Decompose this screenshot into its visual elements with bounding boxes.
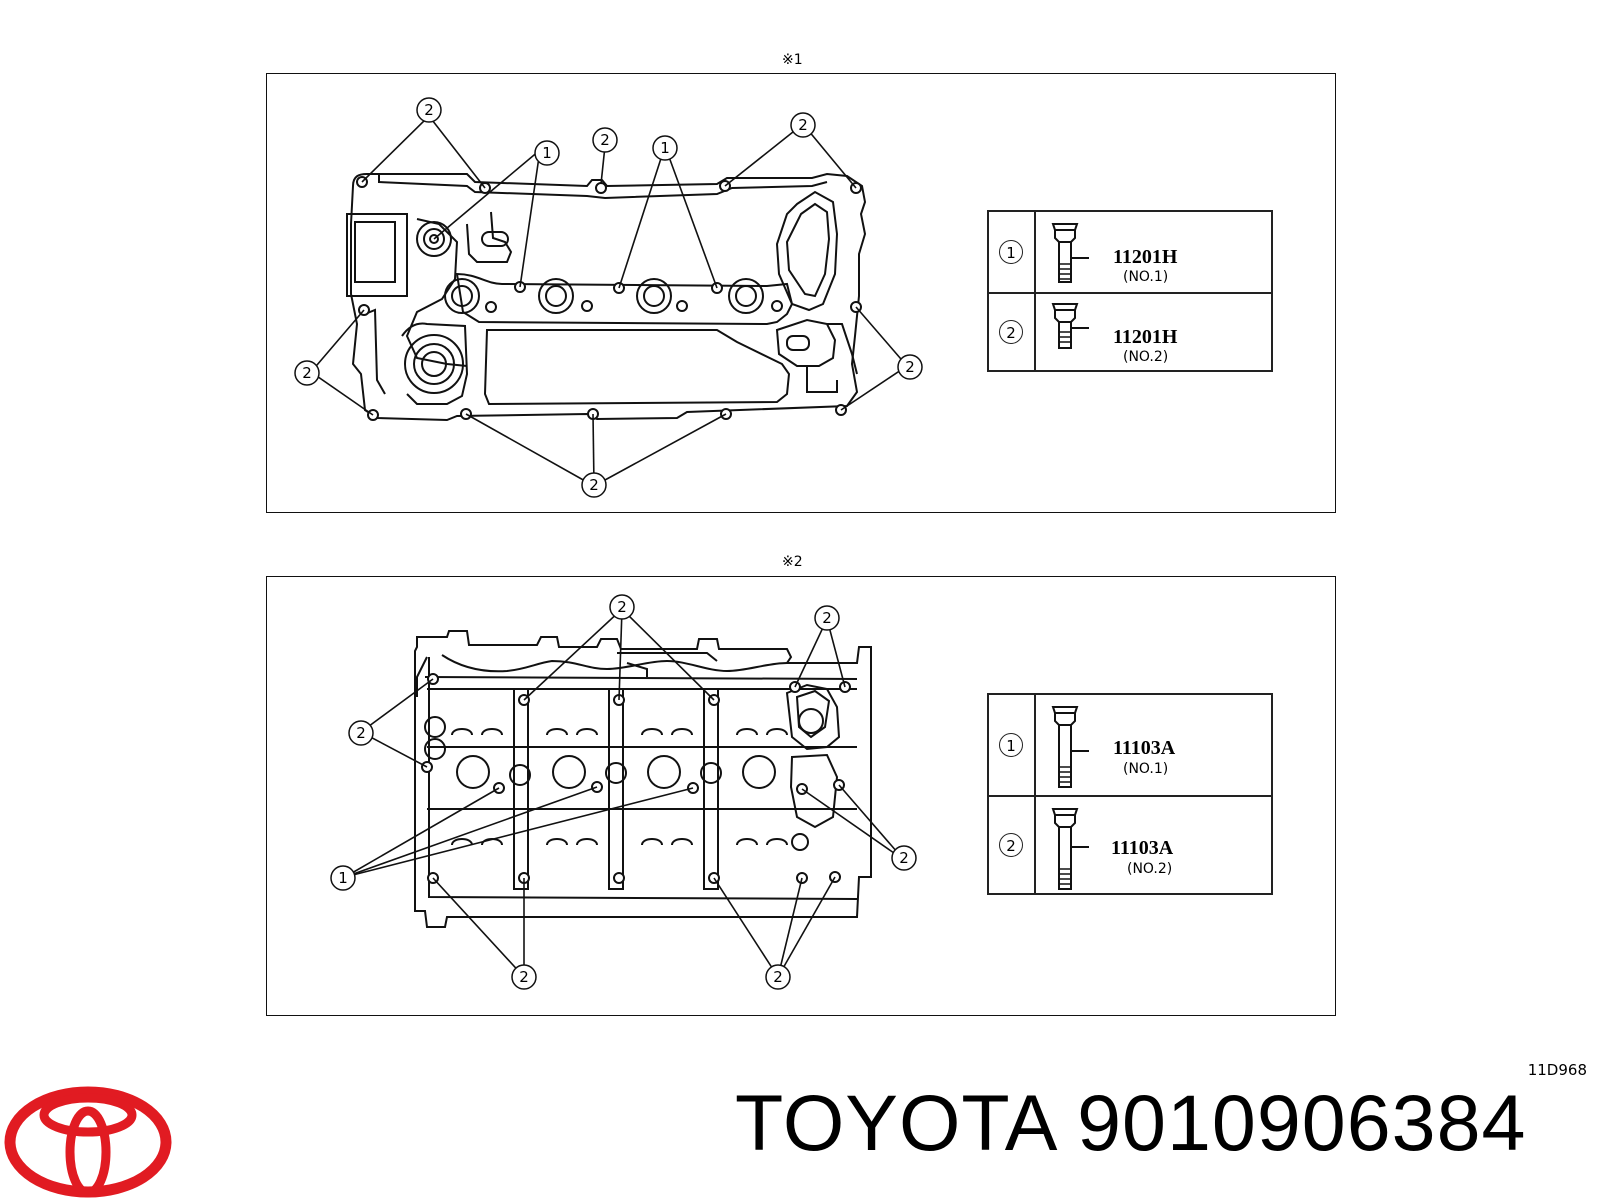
brand-part-number: TOYOTA 9010906384 — [735, 1078, 1527, 1167]
svg-text:2: 2 — [356, 724, 366, 742]
svg-text:2: 2 — [798, 116, 808, 134]
svg-text:2: 2 — [519, 968, 529, 986]
part-sub-label: (NO.2) — [1127, 861, 1173, 877]
svg-text:1: 1 — [542, 144, 552, 162]
panel-1-label: ※1 — [782, 52, 803, 68]
part-code: 11103A — [1113, 737, 1176, 759]
panel-1-cylinder-head-cover: 2 2 2 1 1 2 2 2 1 11201H (NO.1) 2 — [266, 73, 1336, 513]
callout-2: 2 — [416, 97, 442, 123]
cylinder-head-drawing: 2 2 2 1 2 2 2 — [330, 594, 917, 990]
diagram-id: 11D968 — [1527, 1061, 1587, 1079]
callout-2: 2 — [581, 472, 607, 498]
part-code: 11201H — [1113, 326, 1178, 348]
bolt-legend-1: 1 11201H (NO.1) 2 1120 — [987, 210, 1273, 372]
bolt-icon — [1051, 706, 1089, 788]
svg-text:2: 2 — [822, 609, 832, 627]
legend-number: 2 — [999, 833, 1023, 857]
legend-number: 1 — [999, 240, 1023, 264]
legend-row-no1: 1 11103A (NO.1) — [989, 695, 1271, 795]
svg-text:2: 2 — [600, 131, 610, 149]
bolt-icon — [1051, 303, 1089, 349]
legend-row-no1: 1 11201H (NO.1) — [989, 212, 1271, 292]
panel-2-label: ※2 — [782, 554, 803, 570]
part-sub-label: (NO.1) — [1123, 761, 1169, 777]
svg-text:2: 2 — [905, 358, 915, 376]
callout-1: 1 — [330, 865, 356, 891]
svg-text:1: 1 — [660, 139, 670, 157]
callout-2: 2 — [511, 964, 537, 990]
svg-text:2: 2 — [773, 968, 783, 986]
part-code: 11103A — [1111, 837, 1174, 859]
callout-2: 2 — [609, 594, 635, 620]
legend-row-no2: 2 11201H (NO.2) — [989, 292, 1271, 370]
callout-2: 2 — [348, 720, 374, 746]
callout-1: 1 — [534, 140, 560, 166]
bolt-icon — [1051, 223, 1089, 283]
legend-number: 2 — [999, 320, 1023, 344]
callout-2: 2 — [765, 964, 791, 990]
cylinder-head-cover-drawing: 2 2 2 1 1 2 2 2 — [294, 97, 923, 498]
svg-text:2: 2 — [424, 101, 434, 119]
svg-text:2: 2 — [589, 476, 599, 494]
part-sub-label: (NO.1) — [1123, 269, 1169, 285]
part-code: 11201H — [1113, 246, 1178, 268]
callout-2: 2 — [294, 360, 320, 386]
legend-row-no2: 2 11103A (NO.2) — [989, 795, 1271, 893]
bolt-icon — [1051, 808, 1089, 890]
callout-2: 2 — [592, 127, 618, 153]
bolt-legend-2: 1 11103A (NO.1) 2 1110 — [987, 693, 1273, 895]
callout-1: 1 — [652, 135, 678, 161]
svg-text:2: 2 — [899, 849, 909, 867]
svg-text:2: 2 — [617, 598, 627, 616]
callout-2: 2 — [814, 605, 840, 631]
callout-2: 2 — [790, 112, 816, 138]
svg-text:1: 1 — [338, 869, 348, 887]
panel-2-cylinder-head: 2 2 2 1 2 2 2 1 11103A (NO.1) 2 — [266, 576, 1336, 1016]
toyota-logo-icon — [4, 1086, 172, 1198]
callout-2: 2 — [891, 845, 917, 871]
part-sub-label: (NO.2) — [1123, 349, 1169, 365]
callout-2: 2 — [897, 354, 923, 380]
legend-number: 1 — [999, 733, 1023, 757]
svg-text:2: 2 — [302, 364, 312, 382]
